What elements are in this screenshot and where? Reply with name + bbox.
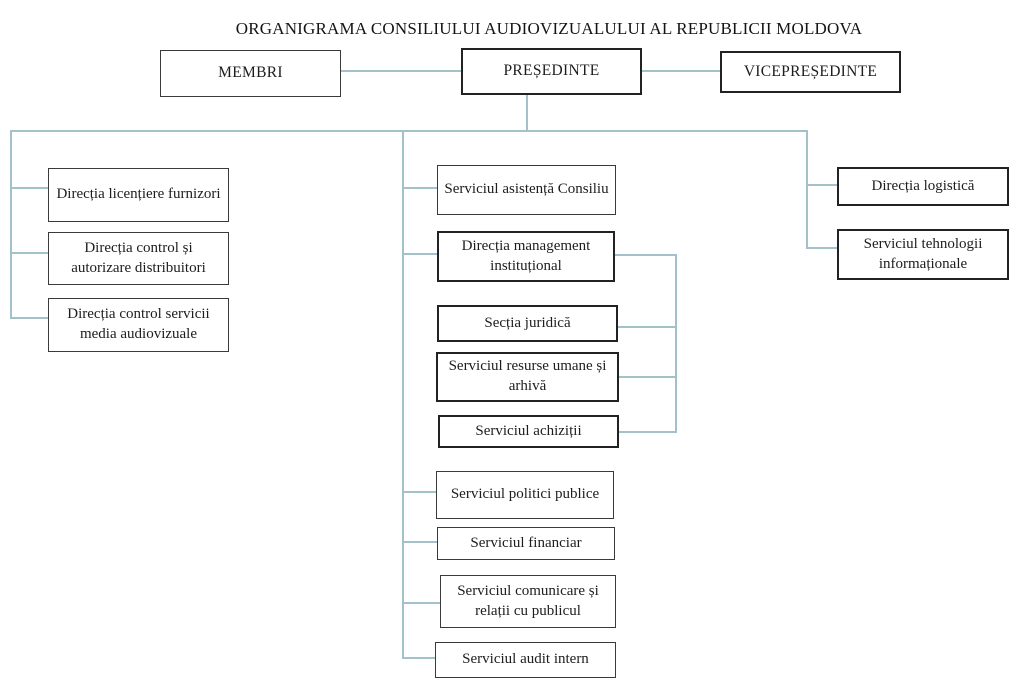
connector-stub-tehnologii [806,247,837,249]
node-serviciul-resurse-umane-arhiva: Serviciul resurse umane și arhivă [436,352,619,402]
node-membri: MEMBRI [160,50,341,97]
connector-left-vertical [10,130,12,319]
connector-stub-financiar [402,541,437,543]
connector-right-vertical [806,130,808,249]
connector-stub-control-media [10,317,48,319]
connector-main-horizontal [10,130,808,132]
node-serviciul-achizitii: Serviciul achiziții [438,415,619,448]
connector-management-right [613,254,677,256]
connector-stub-politici [402,491,436,493]
connector-stub-comunicare [402,602,440,604]
connector-stub-achizitii [618,431,677,433]
connector-stub-asistenta [402,187,437,189]
node-serviciul-financiar: Serviciul financiar [437,527,615,560]
connector-membri-presedinte [340,70,462,72]
connector-stub-audit [402,657,435,659]
node-presedinte: PREȘEDINTE [461,48,642,95]
node-vicepresedinte: VICEPREȘEDINTE [720,51,901,93]
connector-stub-licentiere [10,187,48,189]
node-serviciul-asistenta-consiliu: Serviciul asistență Consiliu [437,165,616,215]
connector-stub-control-distribuitori [10,252,48,254]
chart-title: ORGANIGRAMA CONSILIULUI AUDIOVIZUALULUI … [235,19,863,38]
connector-center-vertical [402,130,404,659]
connector-stub-management [402,253,437,255]
node-directia-control-servicii-media: Direcția control servicii media audioviz… [48,298,229,352]
connector-presedinte-down [526,95,528,132]
node-directia-control-autorizare-distribuitori: Direcția control și autorizare distribui… [48,232,229,285]
node-serviciul-comunicare-relatii-public: Serviciul comunicare și relații cu publi… [440,575,616,628]
node-serviciul-tehnologii-informationale: Serviciul tehnologii informaționale [837,229,1009,280]
node-serviciul-politici-publice: Serviciul politici publice [436,471,614,519]
node-sectia-juridica: Secția juridică [437,305,618,342]
node-directia-management-institutional: Direcția management instituțional [437,231,615,282]
connector-sub-vertical [675,254,677,433]
connector-stub-resurse [618,376,677,378]
connector-stub-logistica [806,184,837,186]
connector-presedinte-vicepresedinte [641,70,721,72]
connector-stub-juridica [617,326,677,328]
node-directia-logistica: Direcția logistică [837,167,1009,206]
node-serviciul-audit-intern: Serviciul audit intern [435,642,616,678]
node-directia-licentiere-furnizori: Direcția licențiere furnizori [48,168,229,222]
